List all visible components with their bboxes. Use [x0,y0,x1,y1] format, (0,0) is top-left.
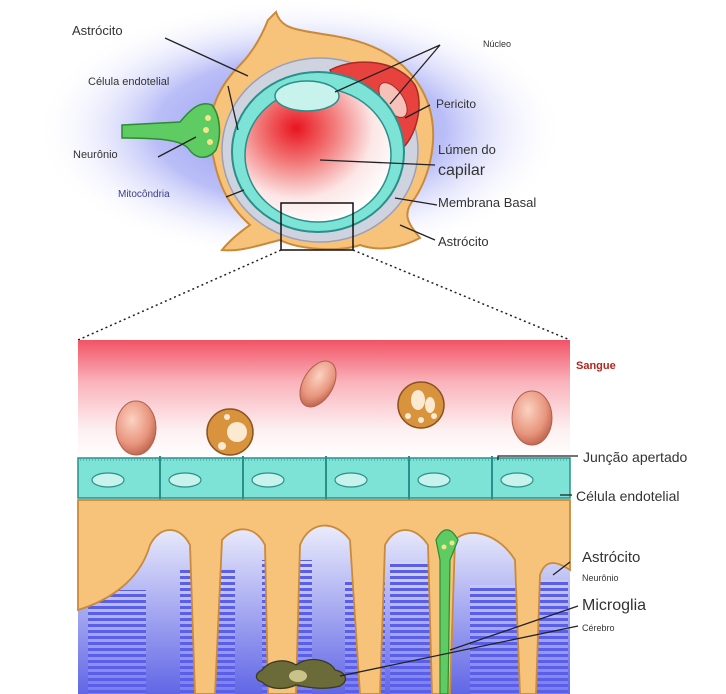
label-sangue: Sangue [576,361,616,372]
label-lumen-line2: capilar [438,163,485,179]
wbc-nucleus [227,422,247,442]
label-microglia: Microglia [582,598,646,614]
wbc-nucleus [411,390,425,410]
label-membrana-basal: Membrana Basal [438,196,536,209]
red-blood-cell [116,401,156,455]
wbc-granule [418,417,424,423]
label-neuronio-top: Neurônio [73,150,118,161]
neuron-vesicle [205,115,211,121]
endothelial-layer [78,456,570,500]
red-blood-cell [512,391,552,445]
wbc-granule [224,414,230,420]
label-astrocito-top: Astrócito [72,24,123,37]
label-cerebro: Cérebro [582,624,615,633]
wbc-granule [431,413,437,419]
label-astrocito-zoom: Astrócito [582,550,640,565]
label-neuronio-zoom: Neurônio [582,574,619,583]
label-mitocondria: Mitocôndria [118,190,170,200]
neuron-vesicle [207,139,213,145]
endothelial-nucleus [275,81,339,111]
label-lumen-line1: Lúmen do [438,143,496,156]
wbc-granule [218,442,226,450]
label-celula-endotelial-bottom: Célula endotelial [576,489,680,503]
label-astrocito-bottom: Astrócito [438,235,489,248]
microglia-nucleus [289,670,307,682]
neuron-vesicle [203,127,209,133]
label-celula-endotelial-top: Célula endotelial [88,77,169,88]
label-nucleo: Núcleo [483,40,511,49]
label-juncao-apertado: Junção apertado [583,450,687,464]
wbc-granule [405,413,411,419]
zoom-lines [78,250,570,340]
wbc-nucleus [425,397,435,413]
label-pericito: Pericito [436,98,476,110]
neuron-vesicle [450,541,455,546]
neuron-vesicle [442,545,447,550]
